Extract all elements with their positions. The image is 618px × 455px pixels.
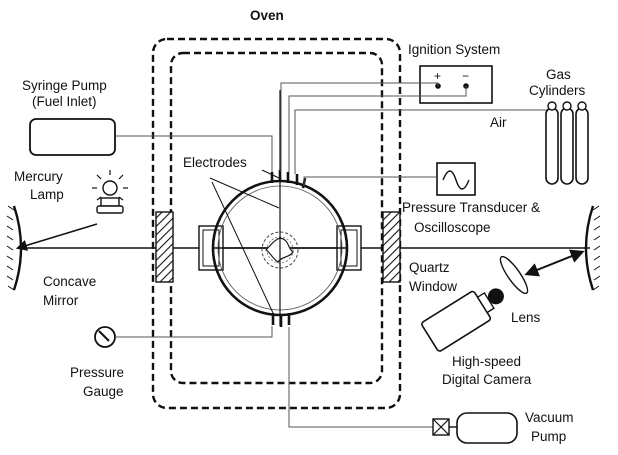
pressure-gauge-label-line1: Pressure xyxy=(70,365,124,380)
quartz-window-label-line2: Window xyxy=(409,279,457,294)
mercury-lamp-icon xyxy=(92,170,128,214)
air-line xyxy=(294,109,555,174)
mercury-lamp-label-line1: Mercury xyxy=(14,169,63,184)
right-concave-mirror-icon xyxy=(584,205,601,291)
camera-label-line1: High-speed xyxy=(452,354,521,369)
mirror-beam-arrow xyxy=(15,223,98,251)
gas-cylinders-label-line1: Gas xyxy=(546,67,571,82)
pressure-gauge-label-line2: Gauge xyxy=(83,384,124,399)
pressure-transducer-label-line1: Pressure Transducer & xyxy=(402,200,540,215)
top-fittings xyxy=(270,170,307,189)
air-label: Air xyxy=(490,115,507,130)
oven-outer-wall xyxy=(151,37,402,410)
lens-to-mirror-arrow xyxy=(524,249,585,277)
syringe-pump-label-line2: (Fuel Inlet) xyxy=(32,94,97,109)
pressure-transducer-label-line2: Oscilloscope xyxy=(414,220,491,235)
left-concave-mirror-icon xyxy=(6,205,23,291)
quartz-window-label-line1: Quartz xyxy=(409,260,450,275)
gas-cylinders-icon xyxy=(545,101,589,185)
pressure-gauge-line xyxy=(115,326,273,338)
fuel-inlet-line xyxy=(115,135,273,172)
lens-icon xyxy=(499,255,529,295)
quartz-window-left xyxy=(155,211,174,283)
concave-mirror-label-line1: Concave xyxy=(43,274,96,289)
syringe-pump-box xyxy=(29,118,116,156)
bottom-fittings xyxy=(271,313,291,327)
concave-mirror-label-line2: Mirror xyxy=(43,293,79,308)
syringe-pump-label-line1: Syringe Pump xyxy=(22,78,107,93)
camera-icon xyxy=(421,288,504,352)
ignition-system-label: Ignition System xyxy=(408,42,500,57)
electrodes-label: Electrodes xyxy=(183,155,247,170)
vacuum-pump-label-line1: Vacuum xyxy=(525,410,574,425)
vacuum-valve-icon xyxy=(432,418,457,436)
ignition-minus-sign: − xyxy=(462,69,469,83)
vacuum-line xyxy=(288,327,433,428)
oscilloscope-waveform-icon xyxy=(442,170,470,190)
mercury-lamp-label-line2: Lamp xyxy=(30,187,64,202)
electrode-bottom-pointer xyxy=(211,181,274,314)
gas-cylinders-label-line2: Cylinders xyxy=(529,83,586,98)
pressure-gauge-needle xyxy=(98,330,110,342)
vacuum-pump-box xyxy=(456,412,518,444)
ignition-wire-positive xyxy=(280,82,439,172)
oven-label: Oven xyxy=(250,8,284,23)
lens-label: Lens xyxy=(511,310,541,325)
electrode-top-pointer xyxy=(209,177,280,209)
ignition-system-box xyxy=(419,65,493,104)
oven-inner-wall xyxy=(169,51,384,385)
ignition-wire-negative xyxy=(288,86,467,172)
ignition-plus-sign: + xyxy=(434,69,441,83)
electrodes-label-pointer xyxy=(261,169,280,179)
camera-label-line2: Digital Camera xyxy=(442,372,532,387)
transducer-line xyxy=(303,176,437,186)
vacuum-pump-label-line2: Pump xyxy=(531,429,566,444)
quartz-window-right xyxy=(382,211,401,283)
